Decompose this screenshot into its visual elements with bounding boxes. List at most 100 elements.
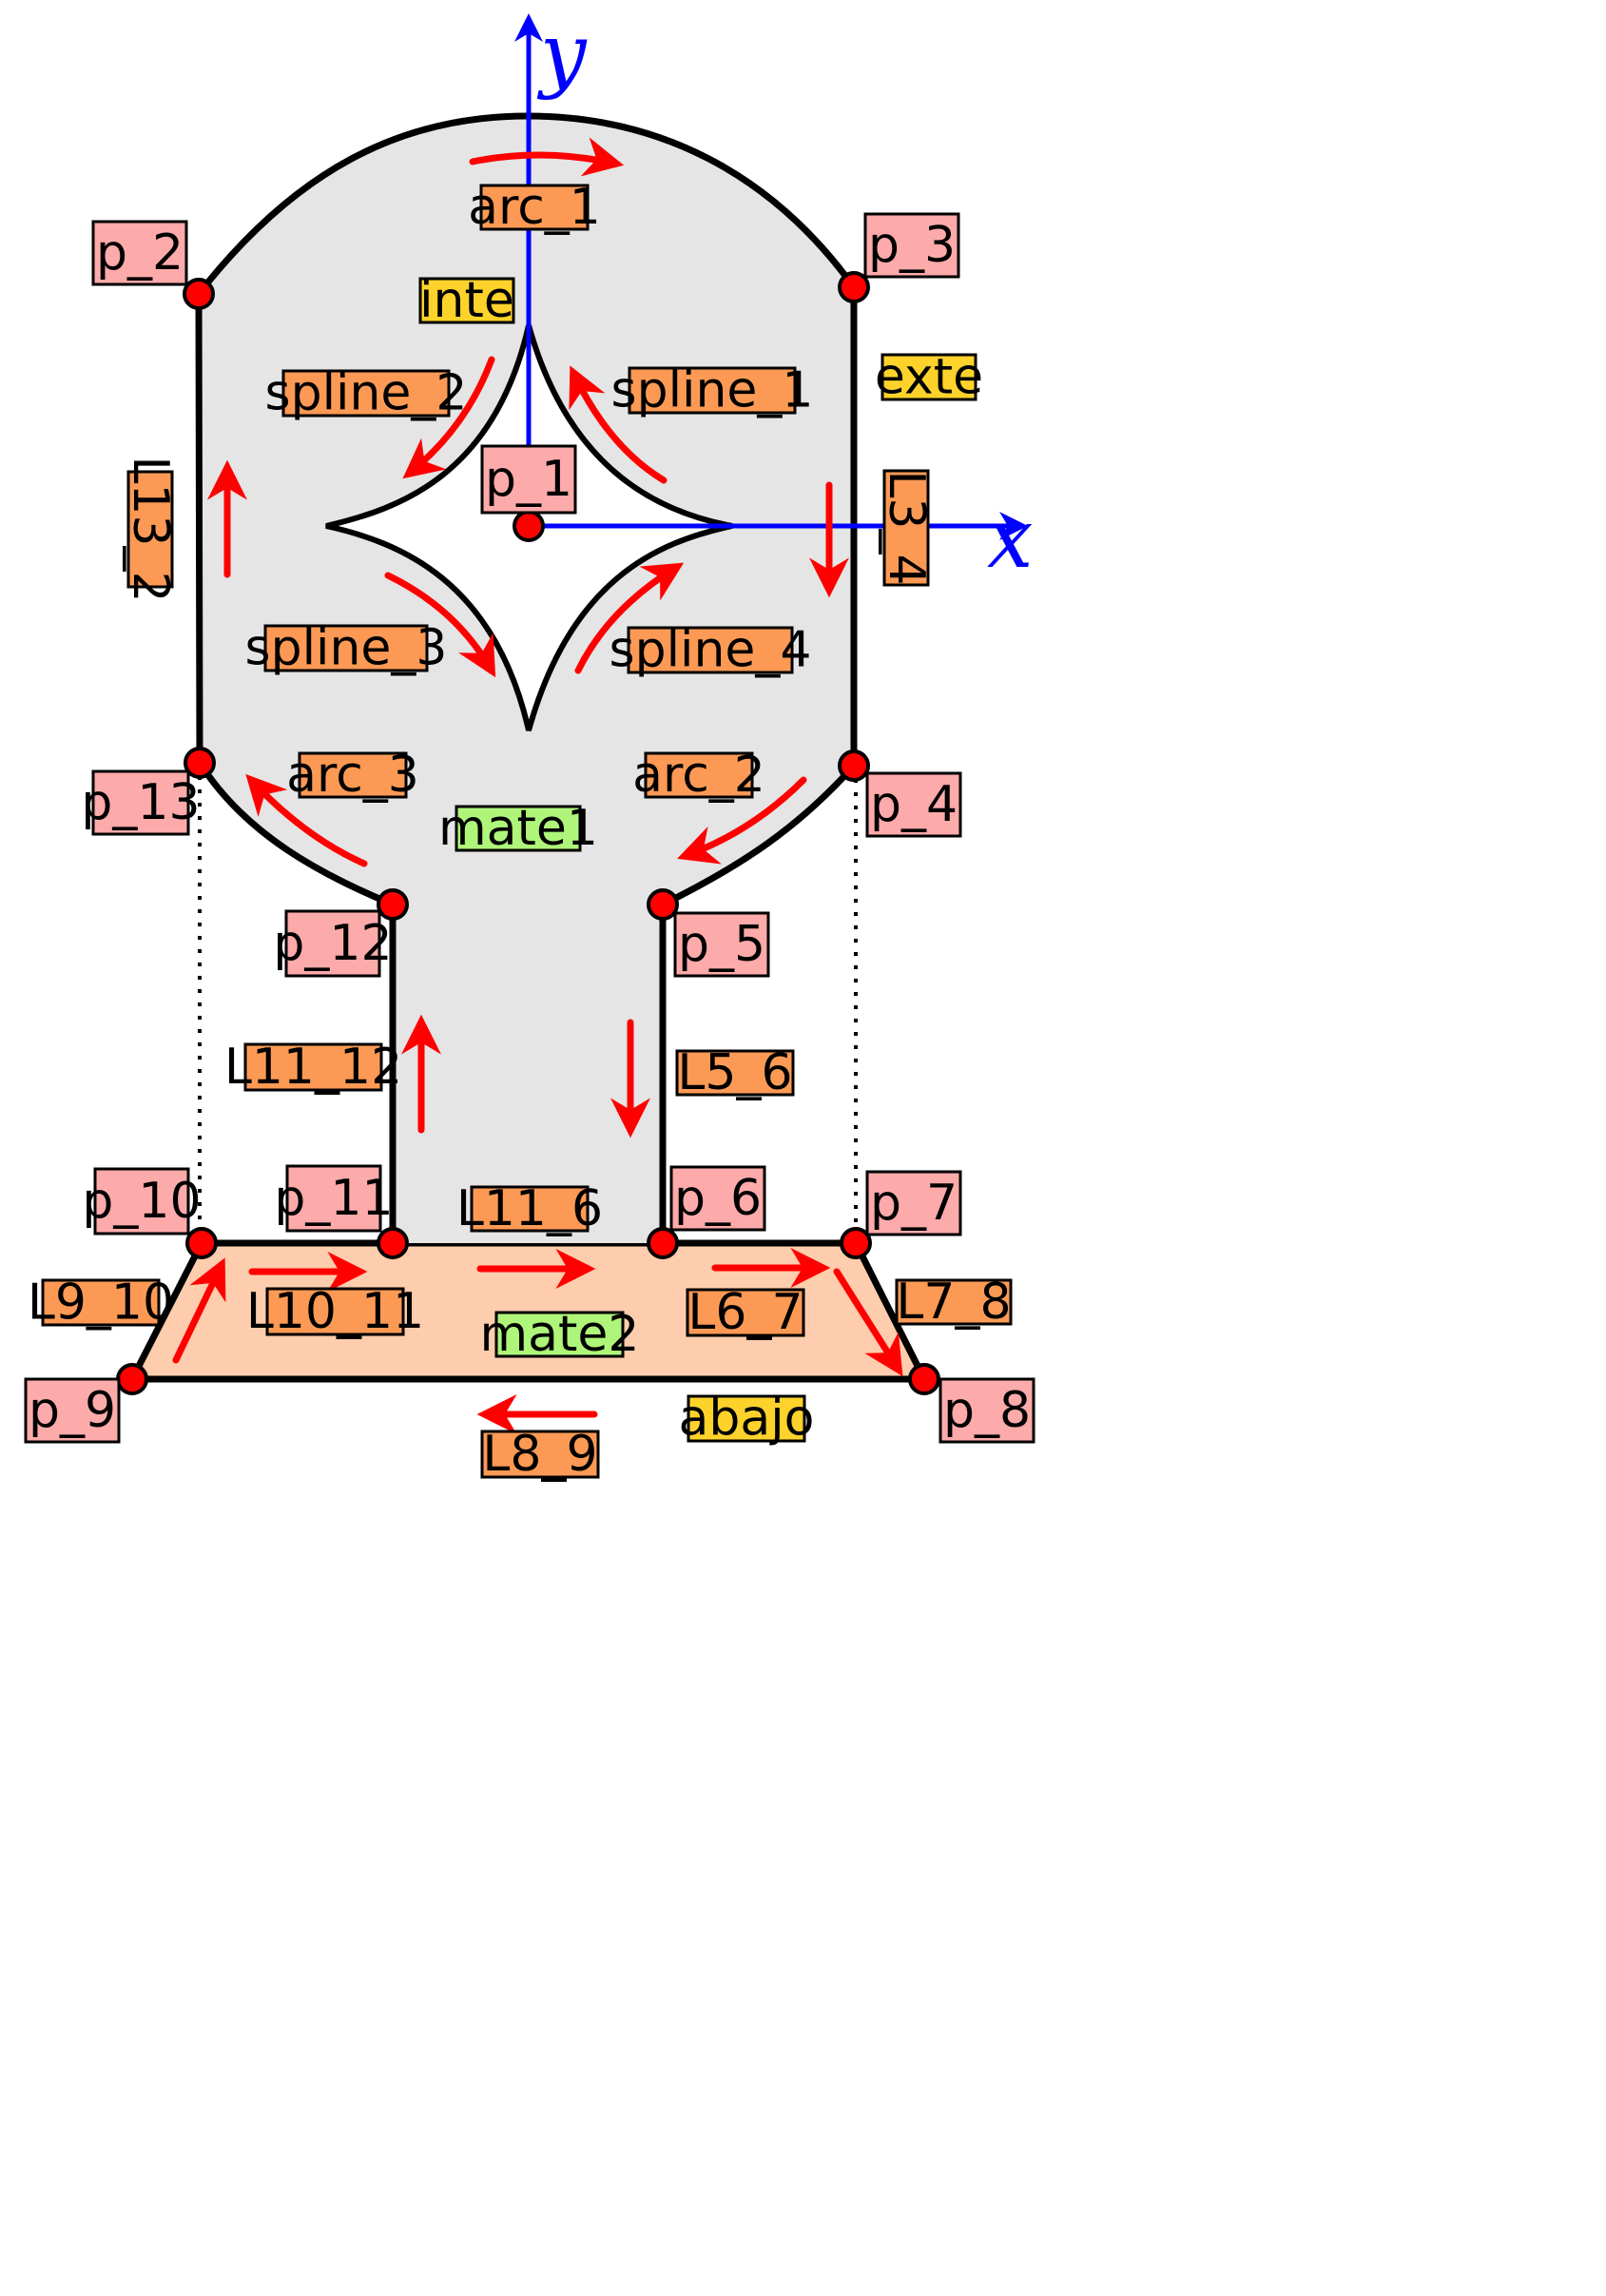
label-l10-11: L10_11	[246, 1283, 424, 1340]
arrow-l9-10	[172, 1257, 226, 1364]
label-box	[418, 277, 515, 324]
point-p11	[377, 1227, 409, 1259]
label-text: p_10	[82, 1173, 201, 1230]
label-p-6: p_6	[669, 1165, 766, 1232]
point-p12	[377, 888, 409, 921]
label-inte: inte	[418, 272, 515, 329]
label-box	[882, 469, 930, 587]
label-text: p_4	[870, 776, 958, 833]
point-p1	[513, 510, 545, 542]
points	[116, 271, 940, 1395]
label-text: spline_3	[244, 620, 447, 677]
label-box	[284, 909, 381, 978]
label-p-10: p_10	[82, 1167, 202, 1236]
label-box	[895, 1278, 1013, 1326]
arrow-spline-2	[402, 356, 495, 479]
label-p-12: p_12	[273, 909, 393, 978]
label-box	[263, 624, 429, 672]
point-p8	[908, 1363, 940, 1395]
label-p-11: p_11	[274, 1164, 394, 1233]
label-p-13: p_13	[81, 769, 201, 836]
point-p2	[183, 278, 215, 310]
label-box	[470, 1185, 590, 1233]
label-text: L3_4	[878, 470, 935, 585]
point-p6	[647, 1227, 679, 1259]
label-l11-12: L11_12	[224, 1039, 402, 1096]
arrow-arc-3	[245, 773, 368, 867]
label-text: p_3	[868, 217, 956, 274]
label-l13-2: L13_2	[122, 456, 179, 602]
label-box	[298, 751, 408, 799]
label-box	[285, 1164, 382, 1233]
label-mate2: mate2	[480, 1306, 640, 1363]
arrow-arc-2	[677, 776, 807, 865]
label-box	[673, 911, 770, 978]
label-p-9: p_9	[24, 1377, 121, 1444]
arrow-l7-8	[833, 1268, 903, 1377]
label-text: mate2	[480, 1306, 640, 1363]
label-spline-3: spline_3	[244, 620, 447, 677]
label-l6-7: L6_7	[686, 1284, 805, 1341]
label-box	[281, 369, 451, 418]
label-exte: exte	[875, 349, 983, 406]
label-text: abajo	[679, 1391, 815, 1448]
label-box	[863, 212, 960, 279]
label-box	[675, 1049, 795, 1097]
label-arc-3: arc_3	[286, 747, 419, 804]
y-axis-label: y	[536, 7, 588, 102]
label-p-4: p_4	[865, 771, 962, 838]
label-spline-1: spline_1	[610, 362, 813, 419]
label-text: p_1	[485, 451, 572, 508]
label-text: p_2	[96, 224, 184, 282]
label-box	[455, 805, 582, 852]
point-p10	[185, 1227, 218, 1259]
label-box	[91, 769, 190, 836]
label-text: p_6	[674, 1170, 762, 1227]
label-l7-8: L7_8	[895, 1274, 1013, 1331]
label-spline-4: spline_4	[609, 622, 811, 679]
point-p3	[838, 271, 870, 303]
label-box	[24, 1377, 121, 1444]
label-p-7: p_7	[865, 1170, 962, 1236]
point-p4	[838, 749, 870, 782]
label-box	[627, 626, 794, 674]
label-box	[938, 1377, 1035, 1444]
label-box	[669, 1165, 766, 1232]
label-text: L11_12	[224, 1039, 402, 1096]
label-text: L5_6	[677, 1044, 792, 1101]
label-l5-6: L5_6	[675, 1044, 795, 1101]
label-text: p_12	[273, 915, 392, 972]
label-text: p_9	[29, 1382, 116, 1439]
label-p-3: p_3	[863, 212, 960, 279]
label-text: p_13	[81, 774, 200, 831]
label-p-2: p_2	[91, 220, 188, 286]
label-l8-9: L8_9	[480, 1426, 600, 1483]
point-p13	[184, 747, 216, 779]
arrow-spline-1	[569, 365, 668, 484]
arrow-arc-1	[469, 137, 625, 177]
label-box	[480, 1430, 600, 1479]
label-box	[91, 220, 188, 286]
label-box	[644, 751, 754, 799]
label-arc-1: arc_1	[468, 179, 601, 236]
label-box	[41, 1278, 161, 1327]
label-text: p_11	[274, 1170, 393, 1227]
label-box	[865, 771, 962, 838]
label-text: spline_1	[610, 362, 813, 419]
label-text: L11_6	[456, 1180, 603, 1237]
label-text: L7_8	[896, 1274, 1011, 1331]
label-text: arc_2	[632, 747, 765, 804]
label-text: exte	[875, 349, 983, 406]
label-box	[243, 1042, 383, 1092]
label-l11-6: L11_6	[456, 1180, 603, 1237]
label-text: L6_7	[687, 1284, 803, 1341]
label-text: L8_9	[482, 1426, 597, 1483]
label-box	[686, 1288, 805, 1337]
label-text: arc_3	[286, 747, 419, 804]
label-l3-4: L3_4	[878, 469, 935, 587]
label-p-1: p_1	[480, 444, 577, 515]
label-box	[494, 1311, 625, 1358]
label-l9-10: L9_10	[28, 1274, 174, 1332]
